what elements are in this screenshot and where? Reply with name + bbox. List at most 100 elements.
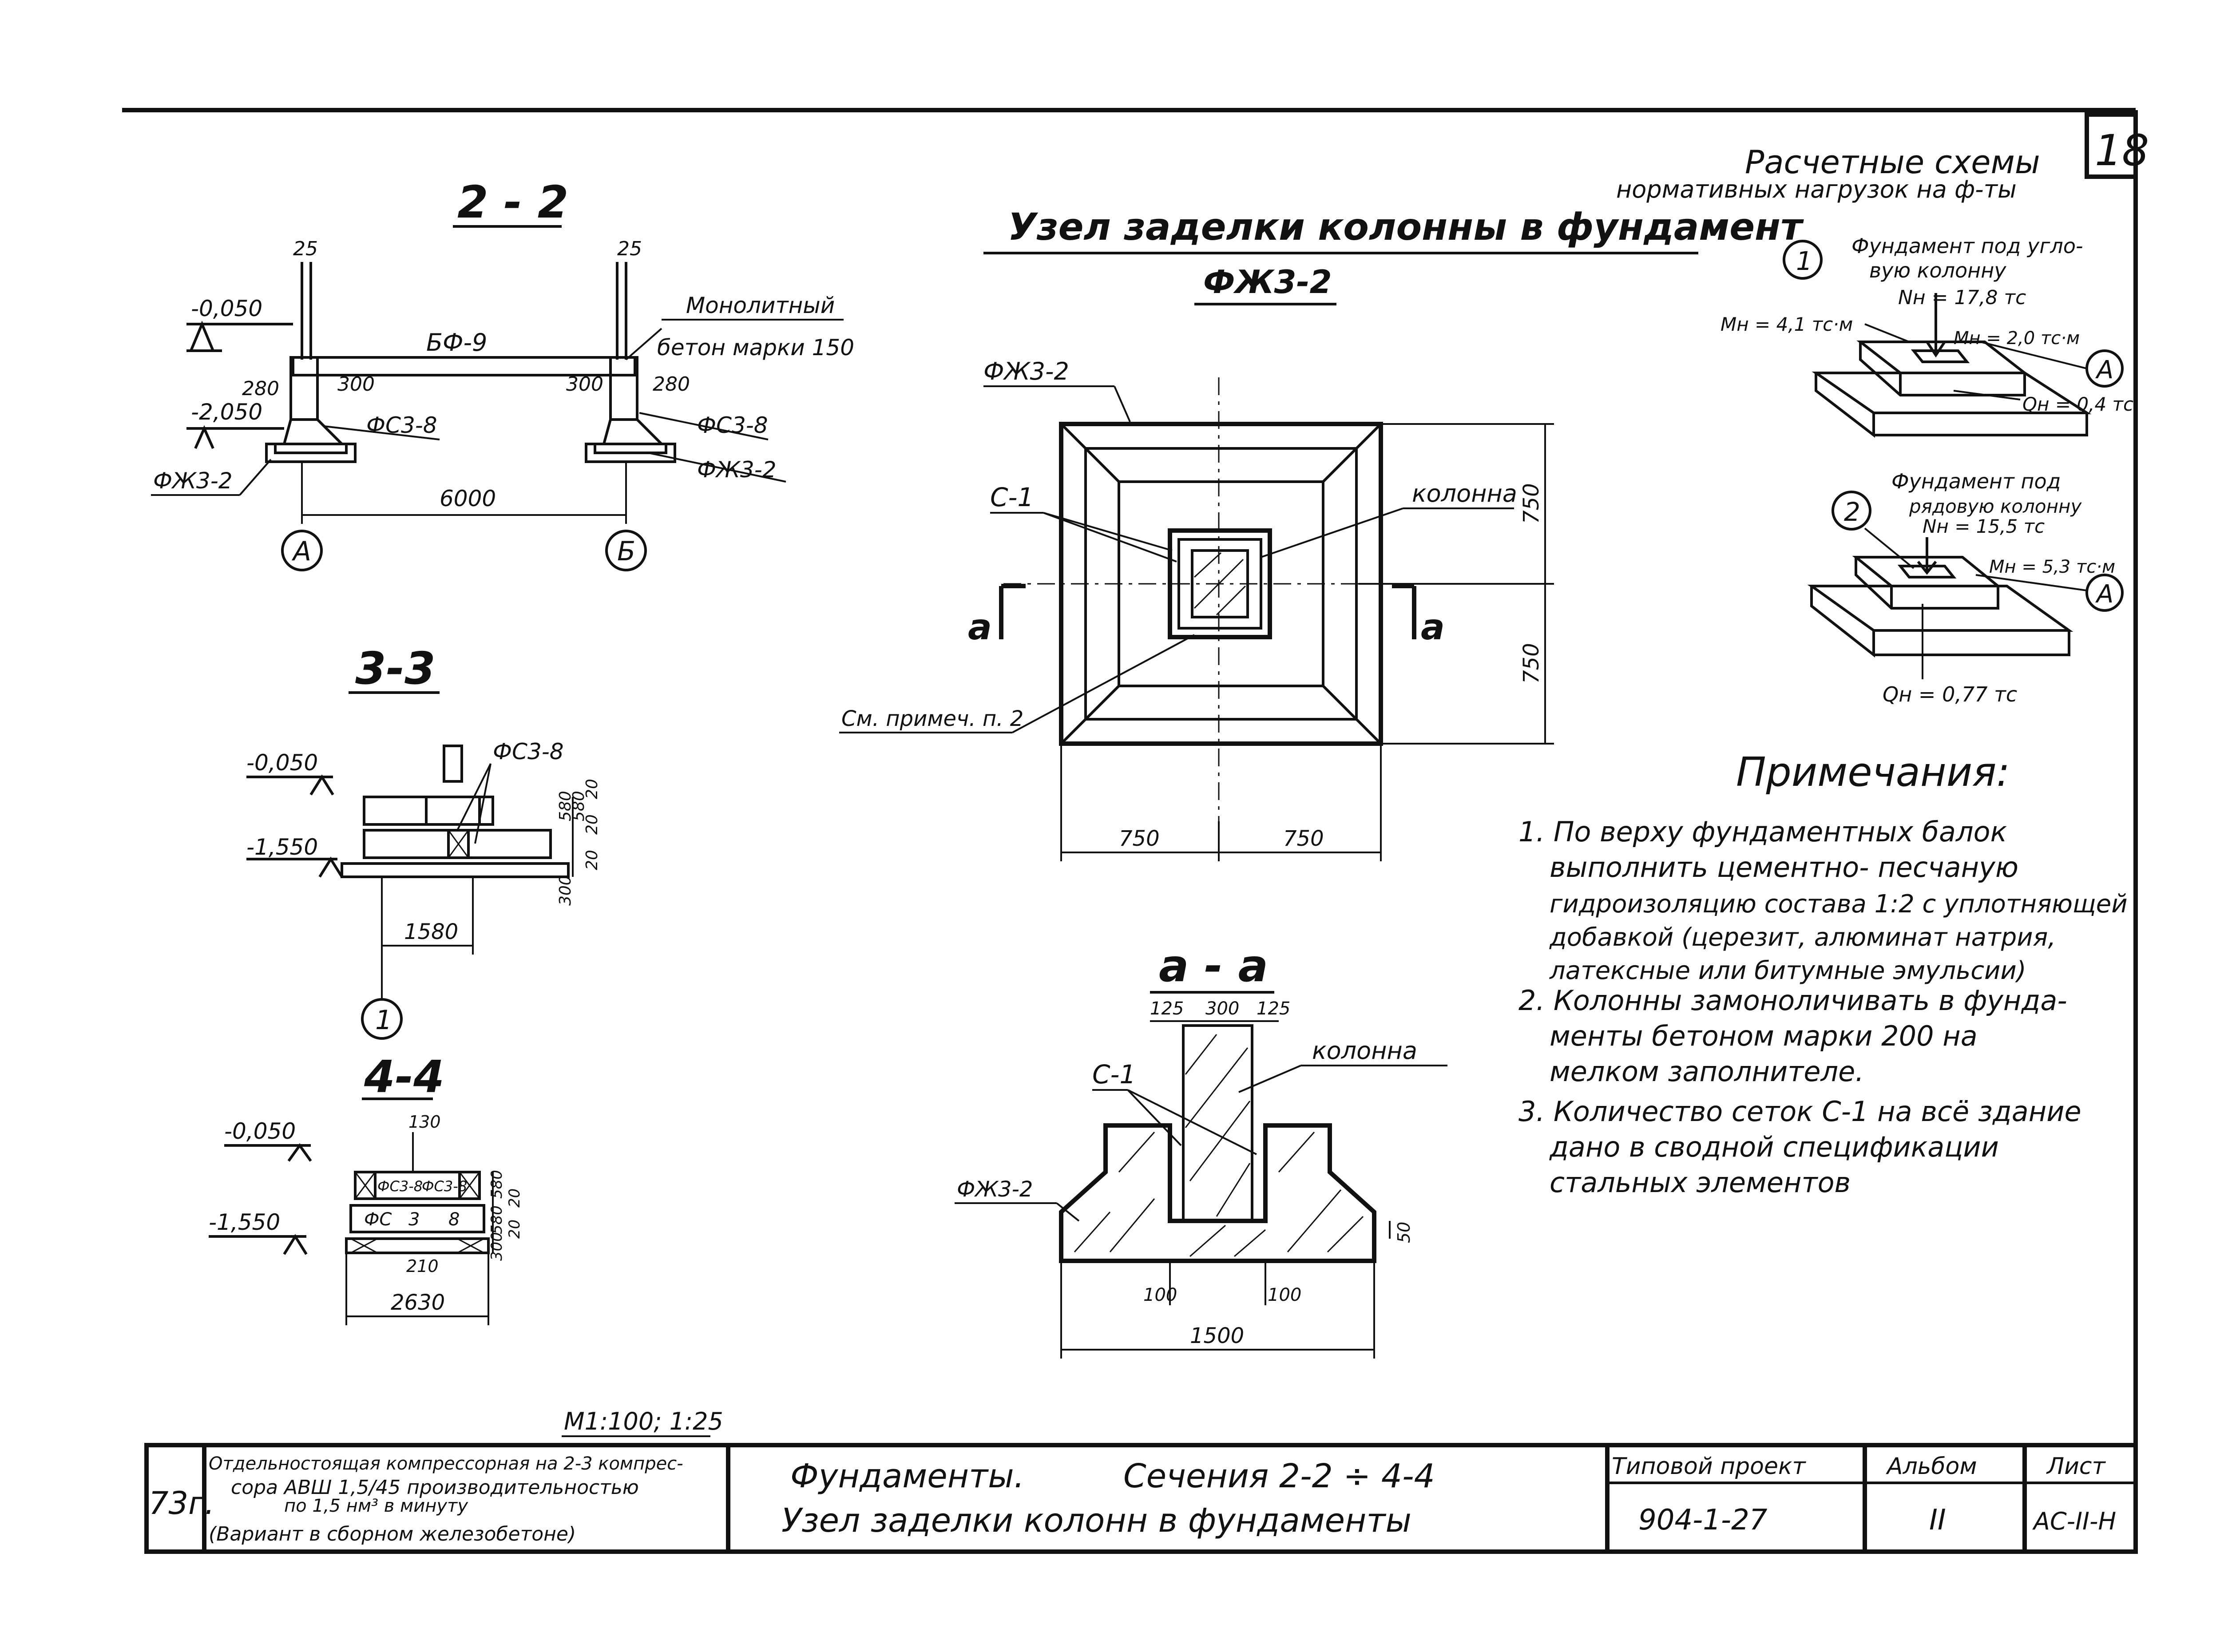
level-top-44: -0,050 [224,1118,296,1144]
dim-25-right: 25 [617,238,642,260]
s1-caption-1: Фундамент под угло- [1851,234,2083,258]
dim-130-44: 130 [408,1112,441,1132]
dim-125-left: 125 [1150,998,1184,1019]
note-2-line-2: менты бетоном марки 200 на [1550,1020,1978,1052]
tb-project-3: по 1,5 нм³ в минуту [284,1496,468,1516]
dim-750-h1: 750 [1119,826,1160,851]
level-bottom-22: -2,050 [191,399,262,425]
plan-view: Узел заделки колонны в фундамент ФЖ3-2 Ф… [839,205,1804,861]
note-3-line-3: стальных элементов [1550,1166,1851,1199]
plan-label-column: колонна [1412,479,1517,507]
dim-20-b-33: 20 [583,850,601,870]
block-8-44: 8 [448,1209,460,1230]
fzh-right: ФЖ3-2 [697,457,777,483]
tb-project-4: (Вариант в сборном железобетоне) [209,1523,576,1545]
axis-b-22: Б [617,536,635,567]
tb-sheet-value: АС-II-Н [2032,1507,2116,1535]
s2-caption-1: Фундамент под [1891,469,2061,493]
dim-1580-33: 1580 [404,919,458,944]
s1-M2: Мн = 2,0 тс·м [1954,328,2080,349]
dim-300-aa: 300 [1205,998,1239,1019]
plan-label-fzh: ФЖ3-2 [983,357,1069,385]
axis-1-33: 1 [375,1005,392,1036]
axis-a-22: А [291,536,311,567]
tb-album-value: II [1929,1504,1946,1537]
note-1-line-5: латексные или битумные эмульсии) [1549,956,2026,985]
section-2-2-title: 2 - 2 [457,176,568,228]
fzh-left: ФЖ3-2 [153,468,233,494]
dim-300-44: 300 [488,1232,506,1261]
fs-label-33: ФС3-8 [493,739,564,765]
block-left-44: ФС3-8 [377,1178,423,1195]
dim-100-right: 100 [1268,1285,1301,1305]
dim-2630-44: 2630 [391,1290,445,1315]
tb-title-1b: Сечения 2-2 ÷ 4-4 [1123,1457,1435,1495]
note-1-line-3: гидроизоляцию состава 1:2 с уплотняющей [1550,890,2128,919]
dim-1500-aa: 1500 [1190,1323,1244,1348]
s2-M: Мн = 5,3 тс·м [1989,557,2115,577]
dim-50-aa: 50 [1394,1222,1414,1243]
block-3-44: 3 [408,1209,420,1230]
section-3-3: 3-3 -0,050 -1,550 ФС3-8 580 580 300 20 2… [246,642,601,1040]
span-6000: 6000 [440,486,496,511]
notes-heading: Примечания: [1736,749,2010,796]
s1-M1: Мн = 4,1 тс·м [1720,313,1853,335]
tb-album-label: Альбом [1886,1453,1977,1480]
tb-year: 73г. [149,1485,214,1521]
plan-subtitle: ФЖ3-2 [1203,263,1332,301]
aa-label-c1: С-1 [1092,1059,1136,1089]
s1-axis: А [2095,356,2113,384]
dim-210-44: 210 [406,1256,439,1276]
note-2-line-1: 2. Колонны замоноличивать в фунда- [1518,984,2067,1017]
dim-580-a-33: 580 [570,791,588,821]
note-1-line-1: 1. По верху фундаментных балок [1518,816,2007,848]
dim-20-b-44: 20 [506,1220,523,1239]
s1-Q: Qн = 0,4 тс [2022,393,2133,415]
dim-280-right: 280 [653,373,690,396]
dim-750-v2: 750 [1519,643,1544,684]
title-block: 73г. Отдельностоящая компрессорная на 2-… [144,1443,2138,1554]
schemes-title-2: нормативных нагрузок на ф-ты [1616,175,2017,203]
tb-project-2: сора АВШ 1,5/45 производительностью [231,1476,639,1499]
dim-750-v1: 750 [1519,483,1544,524]
s1-caption-2: вую колонну [1869,258,2006,282]
section-a-a: а - а 125 300 125 колонна С-1 ФЖ3-2 [955,940,1447,1359]
dim-20-a-44: 20 [506,1188,523,1208]
dim-300-33: 300 [556,875,575,906]
s2-axis: А [2095,580,2113,609]
dim-20-a-33: 20 [583,814,601,835]
cut-left: а [968,606,992,648]
fs-right: ФС3-8 [697,412,768,438]
dim-750-h2: 750 [1283,826,1324,851]
aa-label-fzh: ФЖ3-2 [957,1177,1033,1202]
s2-marker: 2 [1844,497,1860,527]
level-bottom-44: -1,550 [209,1209,280,1235]
dim-580-b-44: 580 [488,1205,506,1234]
section-4-4: 4-4 -0,050 -1,550 130 ФС3-8 ФС3-8 ФС 3 8… [209,1051,523,1325]
level-top-33: -0,050 [246,750,318,776]
dim-280-left: 280 [242,377,279,400]
s2-Q: Qн = 0,77 тс [1883,682,2017,706]
note-3-line-2: дано в сводной спецификации [1549,1131,1999,1163]
concrete-note-1: Монолитный [686,293,835,318]
dim-20-c-33: 20 [583,779,601,799]
section-aa-title: а - а [1159,940,1268,992]
sheet-number: 18 [2095,126,2149,175]
note-3-line-1: 3. Количество сеток С-1 на всё здание [1518,1095,2081,1128]
block-right-44: ФС3-8 [422,1178,467,1195]
tb-typical-label: Типовой проект [1612,1453,1806,1480]
fs-left: ФС3-8 [366,412,437,438]
section-2-2: 2 - 2 25 25 -0,050 -2,050 БФ-9 280 300 Ф… [151,176,854,571]
schemes-title-1: Расчетные схемы [1745,143,2040,181]
cut-right: а [1421,606,1445,648]
s2-N: Nн = 15,5 тс [1923,515,2045,537]
beam-label: БФ-9 [426,329,487,357]
tb-project-1: Отдельностоящая компрессорная на 2-3 ком… [209,1454,683,1474]
tb-title-2: Узел заделки колонн в фундаменты [781,1501,1411,1540]
dim-580-b-33: 580 [556,791,575,821]
s2-caption-2: рядовую колонну [1909,495,2082,517]
note-1-line-4: добавкой (церезит, алюминат натрия, [1549,923,2056,952]
level-bottom-33: -1,550 [246,834,318,860]
concrete-note-2: бетон марки 150 [657,335,854,361]
level-top-22: -0,050 [191,296,262,321]
